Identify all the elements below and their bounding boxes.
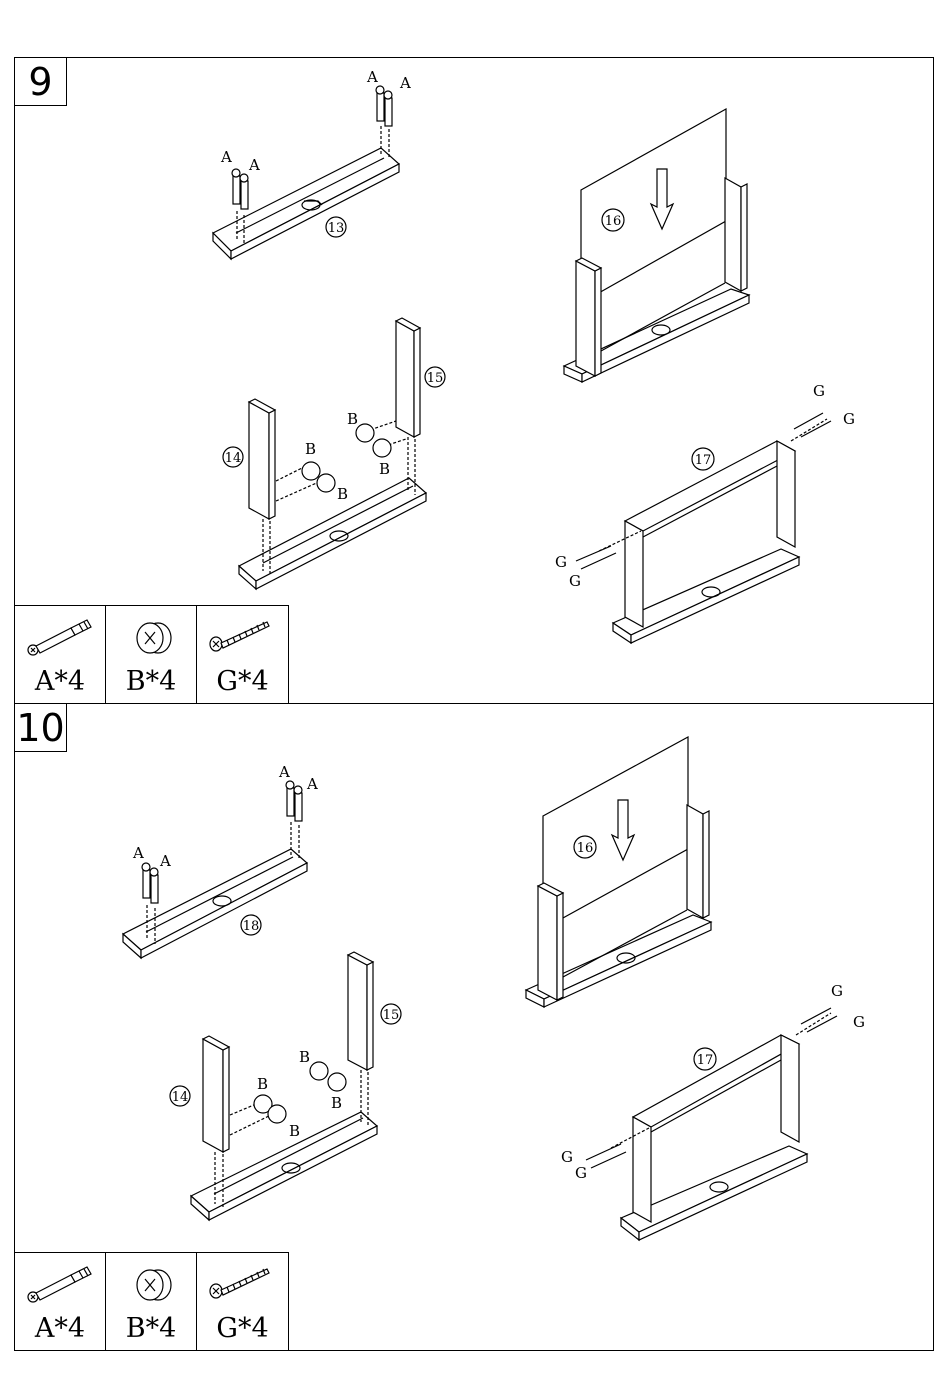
part-screw: G*4 — [197, 1253, 288, 1350]
part-quantity: B*4 — [106, 1313, 196, 1344]
part-number-right-side: 15 — [383, 1008, 400, 1023]
label-screw: G — [831, 982, 843, 1000]
label-screw: G — [843, 410, 855, 428]
side-panels-with-cams — [191, 952, 377, 1220]
part-quantity: B*4 — [106, 666, 196, 697]
label-cam-bolt: A — [399, 74, 411, 92]
part-quantity: G*4 — [197, 1313, 288, 1344]
label-cam-lock: B — [337, 485, 348, 503]
step-9-parts-list: A*4 B*4 G*4 — [15, 605, 289, 703]
label-cam-lock: B — [347, 410, 358, 428]
part-number-back-panel: 16 — [577, 841, 594, 856]
part-number-left-side: 14 — [225, 451, 242, 466]
part-number-left-side: 14 — [172, 1090, 189, 1105]
bottom-panel-with-bolts — [123, 781, 307, 958]
back-panel-insertion — [526, 737, 711, 1007]
part-number-right-side: 15 — [427, 371, 444, 386]
label-screw: G — [575, 1164, 587, 1182]
label-screw: G — [813, 382, 825, 400]
label-cam-bolt: A — [220, 148, 232, 166]
screw-icon — [203, 1257, 283, 1309]
side-panels-with-cams — [239, 318, 426, 589]
label-screw: G — [555, 553, 567, 571]
part-screw: G*4 — [197, 606, 288, 703]
label-cam-bolt: A — [132, 844, 144, 862]
part-number-bottom-panel: 13 — [328, 221, 345, 236]
label-screw: G — [853, 1013, 865, 1031]
label-cam-lock: B — [331, 1094, 342, 1112]
step-9-panel: 9 — [14, 57, 934, 704]
cam-lock-icon — [112, 610, 192, 662]
label-screw: G — [561, 1148, 573, 1166]
part-quantity: A*4 — [15, 1313, 105, 1344]
label-cam-lock: B — [379, 460, 390, 478]
label-cam-bolt: A — [248, 156, 260, 174]
label-cam-lock: B — [299, 1048, 310, 1066]
part-number-bottom-panel: 18 — [243, 919, 260, 934]
label-cam-lock: B — [289, 1122, 300, 1140]
label-cam-bolt: A — [278, 763, 290, 781]
label-cam-bolt: A — [366, 68, 378, 86]
back-panel-insertion — [564, 109, 749, 382]
bottom-panel-with-bolts — [213, 86, 399, 259]
part-number-frame: 17 — [695, 453, 712, 468]
frame-with-screws — [586, 1008, 837, 1240]
part-cam-bolt: A*4 — [15, 1253, 106, 1350]
label-cam-bolt: A — [159, 852, 171, 870]
label-cam-lock: B — [305, 440, 316, 458]
step-10-panel: 10 — [14, 704, 934, 1351]
part-quantity: G*4 — [197, 666, 288, 697]
part-quantity: A*4 — [15, 666, 105, 697]
part-number-back-panel: 16 — [605, 214, 622, 229]
step-10-parts-list: A*4 B*4 G*4 — [15, 1252, 289, 1350]
label-screw: G — [569, 572, 581, 590]
cam-bolt-icon — [21, 1257, 101, 1309]
part-number-frame: 17 — [697, 1053, 714, 1068]
cam-bolt-icon — [21, 610, 101, 662]
screw-icon — [203, 610, 283, 662]
cam-lock-icon — [112, 1257, 192, 1309]
part-cam-lock: B*4 — [106, 1253, 197, 1350]
part-cam-bolt: A*4 — [15, 606, 106, 703]
part-cam-lock: B*4 — [106, 606, 197, 703]
label-cam-lock: B — [257, 1075, 268, 1093]
label-cam-bolt: A — [306, 775, 318, 793]
